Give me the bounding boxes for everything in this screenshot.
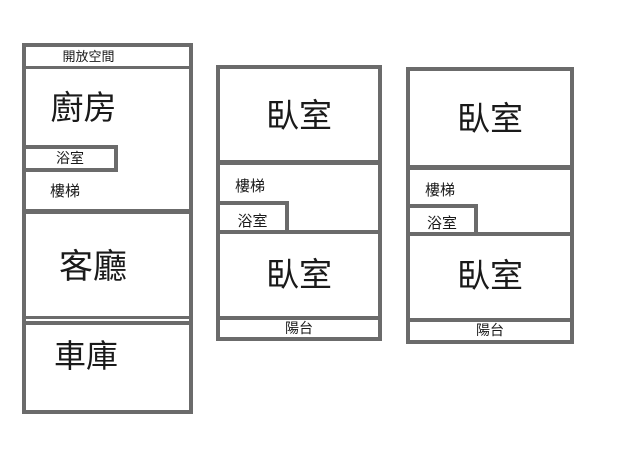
wall-divider <box>410 165 570 170</box>
wall-divider <box>220 160 378 165</box>
room-label-bathroom: 浴室 <box>56 150 84 166</box>
room-label-bedroom-bottom: 臥室 <box>457 257 523 294</box>
wall-divider <box>26 321 189 325</box>
room-label-living-room: 客廳 <box>59 248 127 286</box>
wall-divider <box>26 316 189 319</box>
room-label-bedroom-bottom: 臥室 <box>266 256 332 293</box>
floor-plan-ground: 開放空間 廚房 浴室 樓梯 客廳 車庫 <box>22 43 193 414</box>
room-label-balcony: 陽台 <box>285 320 313 336</box>
wall-divider <box>220 230 378 234</box>
room-label-kitchen: 廚房 <box>50 89 117 126</box>
bathroom-inset-box: 浴室 <box>410 204 478 236</box>
room-label-stairs: 樓梯 <box>425 182 456 199</box>
room-label-bedroom-top: 臥室 <box>266 97 332 134</box>
room-label-stairs: 樓梯 <box>235 178 266 195</box>
wall-divider <box>410 232 570 236</box>
wall-divider <box>220 316 378 320</box>
wall-divider <box>410 318 570 322</box>
room-label-garage: 車庫 <box>53 338 118 374</box>
floor-plan-upper-2: 臥室 樓梯 浴室 臥室 陽台 <box>406 67 574 344</box>
room-label-bathroom: 浴室 <box>426 215 457 232</box>
bathroom-inset-box: 浴室 <box>26 145 118 172</box>
wall-divider <box>26 209 189 214</box>
room-label-stairs: 樓梯 <box>50 183 81 200</box>
room-label-bedroom-top: 臥室 <box>457 100 523 137</box>
room-label-balcony: 陽台 <box>476 322 504 338</box>
floor-plan-upper-1: 臥室 樓梯 浴室 臥室 陽台 <box>216 65 382 341</box>
room-label-open-space: 開放空間 <box>62 49 115 64</box>
bathroom-inset-box: 浴室 <box>220 201 289 234</box>
room-label-bathroom: 浴室 <box>237 213 268 230</box>
wall-divider <box>26 66 189 69</box>
